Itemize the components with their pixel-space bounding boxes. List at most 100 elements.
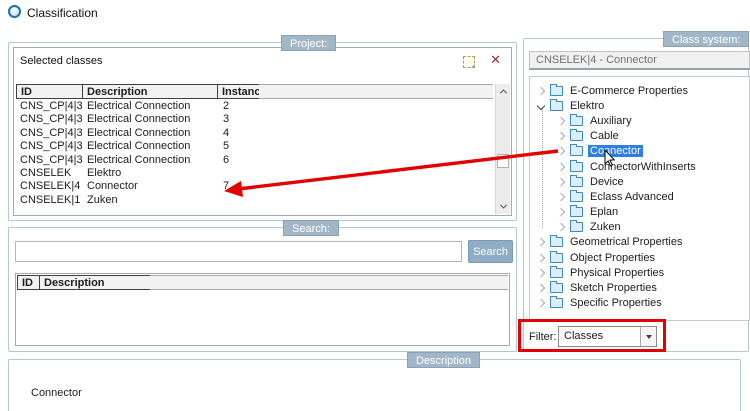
column-header-description[interactable]: Description xyxy=(82,84,218,99)
cell-id: CNS_CP|4|3 xyxy=(20,153,83,166)
chevron-right-icon[interactable] xyxy=(536,283,546,293)
tree-item[interactable]: Object Properties xyxy=(530,250,749,265)
tree-item-label: Zuken xyxy=(590,221,621,234)
cell-description: Zuken xyxy=(87,193,118,206)
cell-id: CNS_CP|4|3 xyxy=(20,100,83,112)
chevron-right-icon[interactable] xyxy=(556,223,566,232)
tree-item[interactable]: E-Commerce Properties xyxy=(530,83,749,98)
cell-description: Electrical Connection xyxy=(87,140,191,153)
tree-item[interactable]: Specific Properties xyxy=(530,296,749,311)
description-badge: Description xyxy=(407,352,481,368)
tree-item-label: Device xyxy=(590,175,624,188)
chevron-right-icon[interactable] xyxy=(536,86,546,95)
chevron-right-icon[interactable] xyxy=(536,298,546,308)
filter-dropdown-button[interactable] xyxy=(640,327,656,346)
folder-icon xyxy=(550,98,563,111)
window-title: Classification xyxy=(27,6,98,20)
chevron-right-icon[interactable] xyxy=(556,192,566,202)
selected-classes-panel: Selected classes ✕ ID Description Instan… xyxy=(13,47,512,216)
table-row[interactable]: CNS_CP|4|3 Electrical Connection 3 xyxy=(16,113,493,126)
folder-icon xyxy=(570,144,583,157)
tree-item-label: Physical Properties xyxy=(570,266,665,279)
class-tree: E-Commerce Properties Elektro Auxiliary … xyxy=(529,76,750,321)
tree-item[interactable]: Physical Properties xyxy=(530,265,749,280)
chevron-right-icon[interactable] xyxy=(536,238,546,247)
delete-x-icon[interactable]: ✕ xyxy=(490,52,501,67)
tree-item[interactable]: ConnectorWithInserts xyxy=(530,159,749,174)
table-row[interactable]: CNS_CP|4|3 Electrical Connection 4 xyxy=(16,127,493,140)
tree-item-label: Specific Properties xyxy=(570,297,662,310)
scroll-down-icon[interactable] xyxy=(496,199,510,214)
table-row[interactable]: CNSELEK|1 Zuken xyxy=(16,194,493,207)
classification-app-icon xyxy=(8,5,21,18)
table-row[interactable]: CNSELEK Elektro xyxy=(16,167,493,180)
chevron-right-icon[interactable] xyxy=(556,131,566,141)
tree-item[interactable]: Connector xyxy=(530,144,749,159)
chevron-right-icon[interactable] xyxy=(536,268,546,278)
chevron-right-icon[interactable] xyxy=(556,147,566,156)
class-tree-items: E-Commerce Properties Elektro Auxiliary … xyxy=(530,77,749,311)
folder-icon xyxy=(570,159,583,172)
results-column-id[interactable]: ID xyxy=(17,275,40,290)
folder-icon xyxy=(550,250,563,263)
folder-icon xyxy=(570,113,583,126)
table-row[interactable]: CNS_CP|4|3 Electrical Connection 2 xyxy=(16,100,493,113)
cell-instance: 6 xyxy=(223,153,230,166)
cell-id: CNS_CP|4|3 xyxy=(20,126,83,139)
table-row[interactable]: CNSELEK|4 Connector 7 xyxy=(16,180,493,193)
selected-classes-title: Selected classes xyxy=(20,55,103,67)
vertical-scrollbar[interactable] xyxy=(495,84,510,214)
tree-item[interactable]: Geometrical Properties xyxy=(530,235,749,250)
column-header-id[interactable]: ID xyxy=(16,84,83,99)
tree-item[interactable]: Eplan xyxy=(530,205,749,220)
search-button[interactable]: Search xyxy=(468,240,513,263)
tree-item[interactable]: Sketch Properties xyxy=(530,280,749,295)
search-badge: Search: xyxy=(283,220,339,236)
chevron-down-icon[interactable] xyxy=(536,101,546,111)
cell-description: Electrical Connection xyxy=(87,153,191,166)
chevron-right-icon[interactable] xyxy=(556,162,566,171)
folder-icon xyxy=(550,296,563,309)
selected-classes-header: ID Description Instance xyxy=(16,84,493,99)
cell-id: CNSELEK xyxy=(20,166,72,179)
cell-instance: 3 xyxy=(223,113,230,126)
tree-item-label: Eclass Advanced xyxy=(590,190,674,203)
chevron-right-icon[interactable] xyxy=(556,116,566,126)
new-item-icon[interactable] xyxy=(463,56,475,68)
scrollbar-thumb[interactable] xyxy=(497,154,509,168)
cell-description: Electrical Connection xyxy=(87,113,191,126)
folder-icon xyxy=(550,83,563,96)
filter-combobox[interactable]: Classes xyxy=(558,326,657,347)
cell-instance: 2 xyxy=(223,100,230,112)
tree-item[interactable]: Cable xyxy=(530,129,749,144)
tree-item-label: Connector xyxy=(588,145,643,158)
folder-icon xyxy=(570,205,583,218)
results-column-description[interactable]: Description xyxy=(39,275,151,290)
cell-instance xyxy=(219,194,262,207)
tree-item[interactable]: Device xyxy=(530,174,749,189)
tree-item[interactable]: Auxiliary xyxy=(530,113,749,128)
class-system-badge: Class system: xyxy=(663,31,750,47)
table-row[interactable]: CNS_CP|4|3 Electrical Connection 5 xyxy=(16,140,493,153)
table-row[interactable]: CNS_CP|4|3 Electrical Connection 6 xyxy=(16,154,493,167)
cell-instance xyxy=(219,167,262,180)
search-groupbox: Search: Search ID Description xyxy=(8,220,517,352)
tree-item[interactable]: Zuken xyxy=(530,220,749,235)
chevron-right-icon[interactable] xyxy=(556,177,566,186)
column-header-instance[interactable]: Instance xyxy=(217,84,260,99)
tree-item-label: Geometrical Properties xyxy=(570,236,683,249)
selected-class-combobox[interactable]: CNSELEK|4 - Connector xyxy=(529,51,750,70)
chevron-right-icon[interactable] xyxy=(536,253,546,262)
project-badge: Project: xyxy=(281,35,337,51)
tree-item[interactable]: Elektro xyxy=(530,98,749,113)
search-input[interactable] xyxy=(15,241,462,262)
tree-item-label: Auxiliary xyxy=(590,114,632,127)
column-header-filler xyxy=(259,84,493,99)
chevron-right-icon[interactable] xyxy=(556,207,566,217)
cell-instance: 7 xyxy=(223,180,230,193)
search-results-header: ID Description xyxy=(17,275,508,290)
cell-description: Electrical Connection xyxy=(87,100,191,112)
tree-item[interactable]: Eclass Advanced xyxy=(530,189,749,204)
scroll-up-icon[interactable] xyxy=(496,84,510,99)
tree-item-label: E-Commerce Properties xyxy=(570,84,688,97)
